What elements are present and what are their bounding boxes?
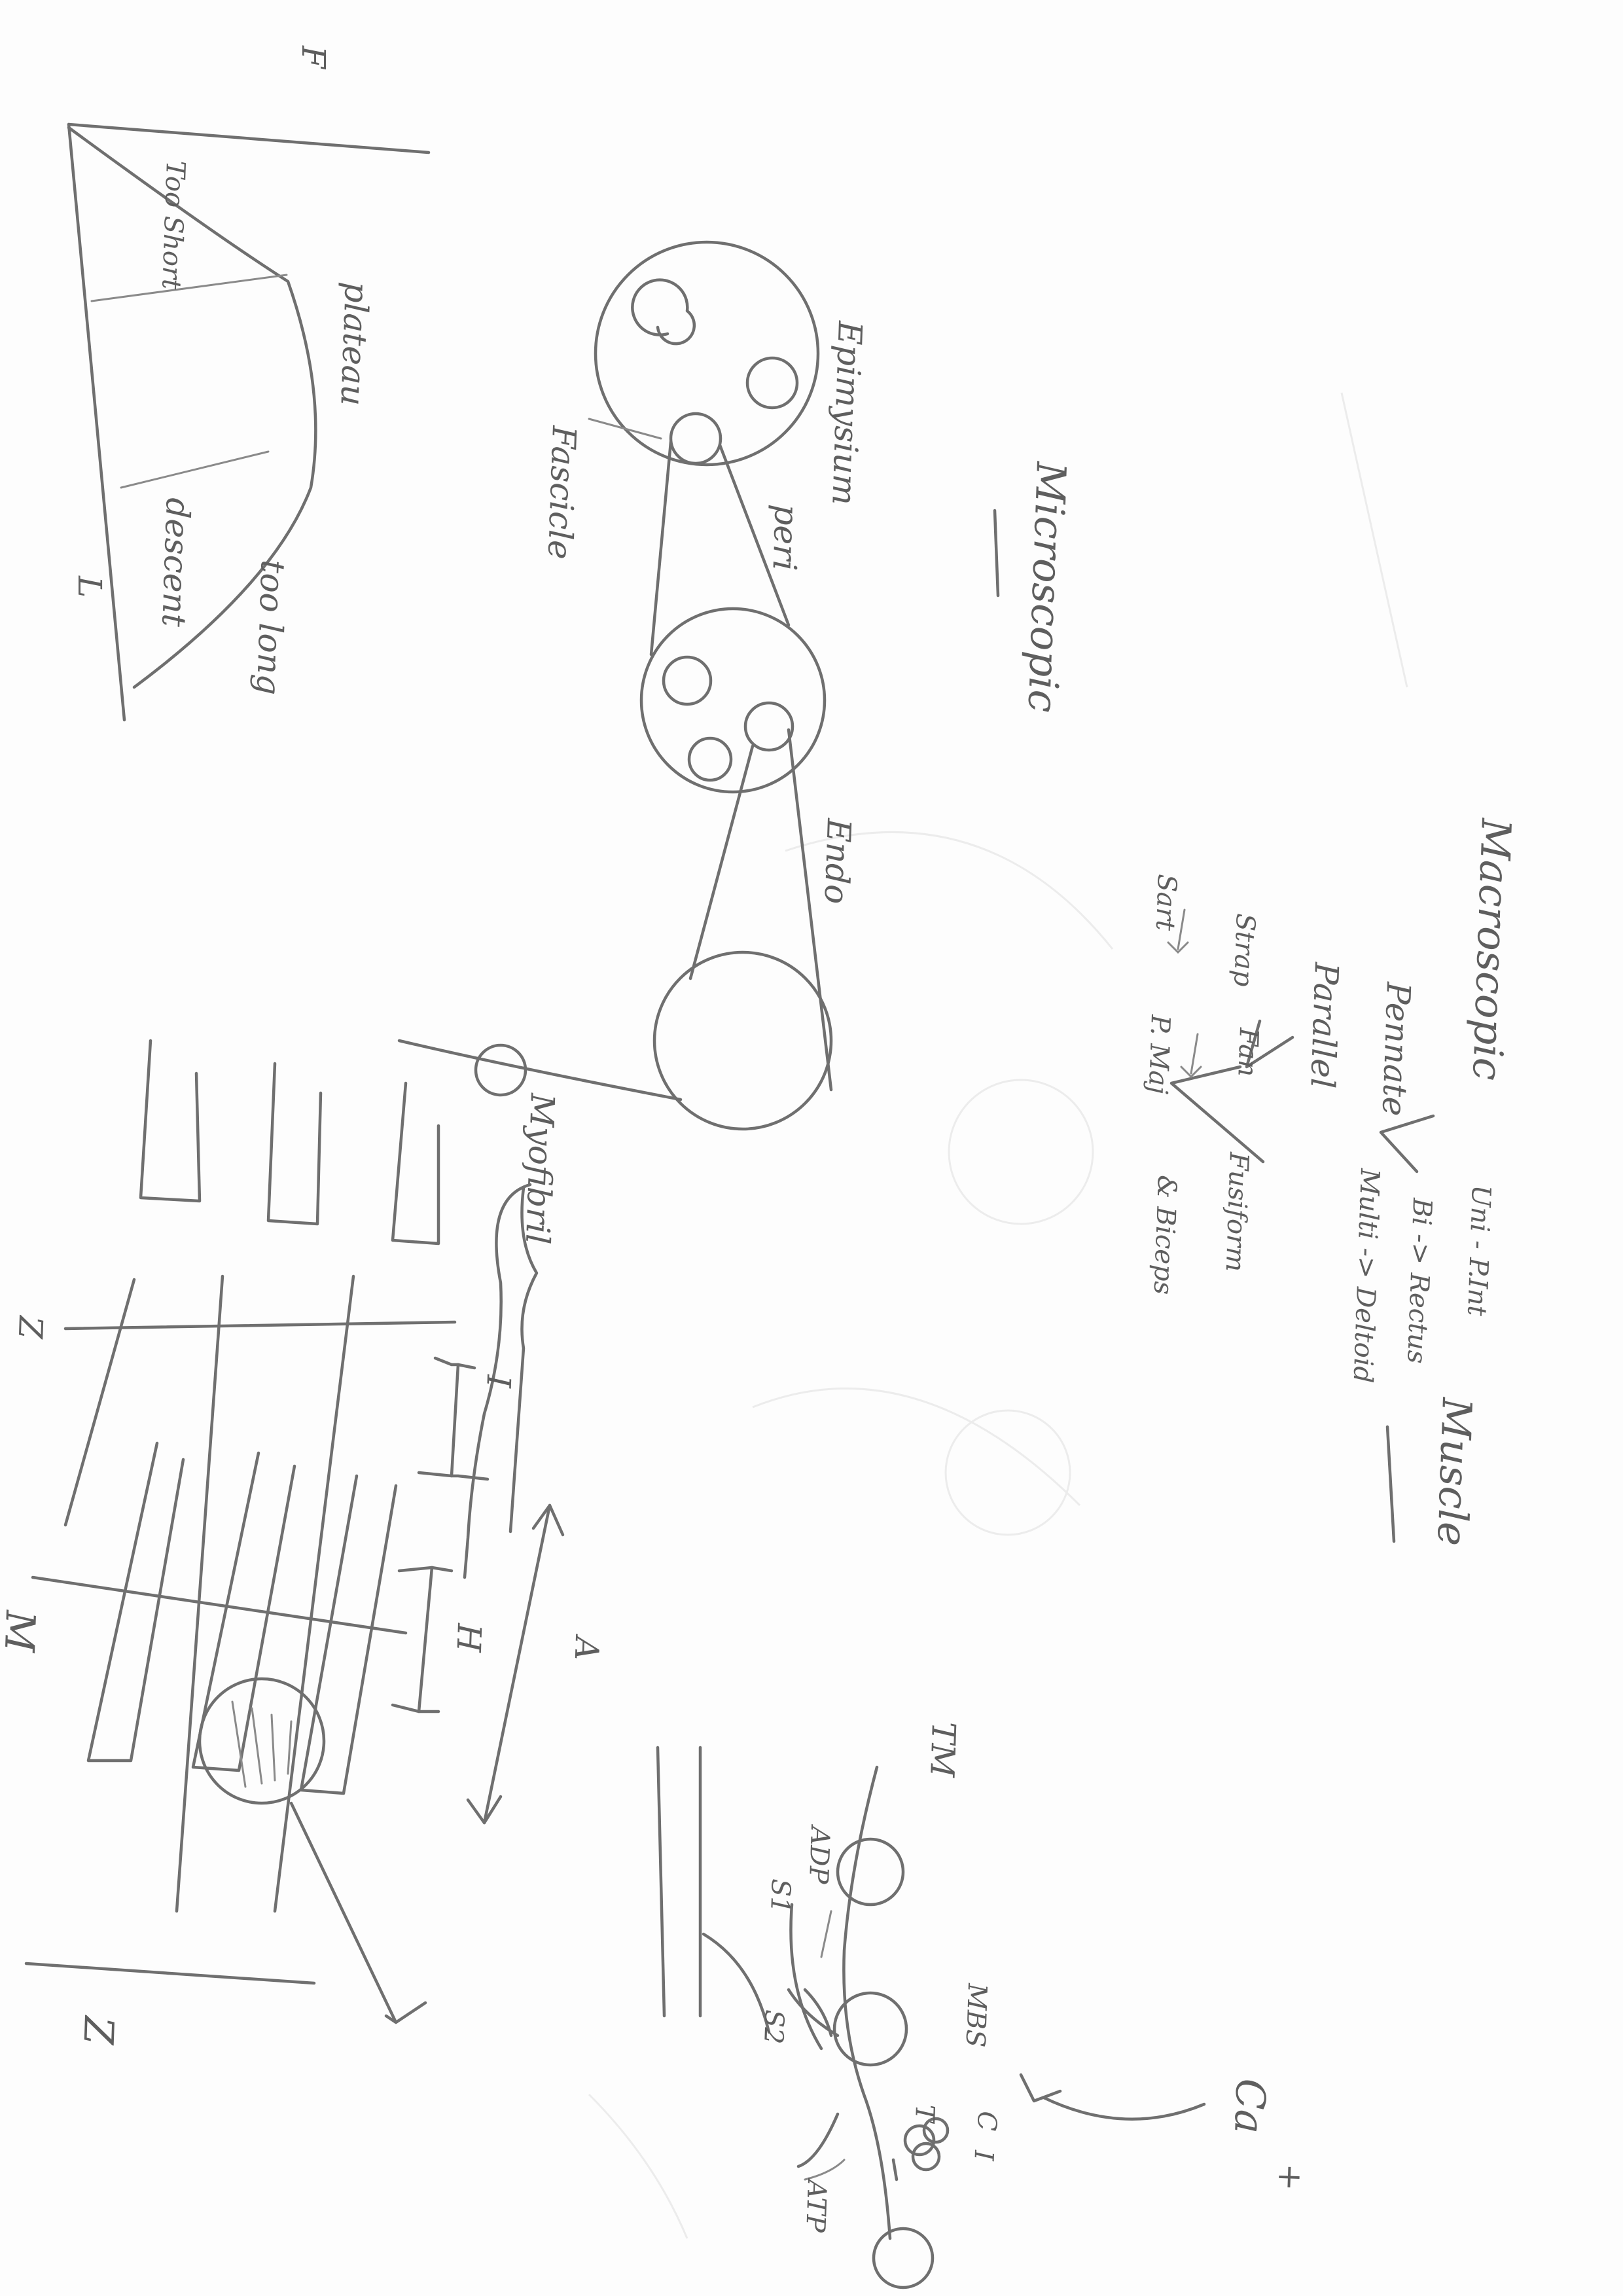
s2-label: S2	[758, 2009, 789, 2045]
bi-pennate-note: Bi -> Rectus	[1401, 1197, 1437, 1365]
s1-label-upper: S1	[764, 1878, 796, 1914]
perimysium-label: peri	[765, 504, 806, 571]
epimysium-outline	[594, 240, 820, 467]
myofibril-label: Myofibril	[518, 1092, 562, 1246]
muscle-underline	[1385, 1425, 1396, 1543]
plateau-label: plateau	[333, 281, 376, 406]
muscle-heading: Muscle	[1428, 1396, 1481, 1547]
fan-label: Fan	[1232, 1027, 1264, 1077]
tm-label: TM	[923, 1721, 963, 1779]
crossbridge-zoom-circle	[198, 1677, 326, 1805]
too-short-label: Too Short	[156, 160, 190, 291]
strap-arrow	[1167, 908, 1189, 954]
z-line-label-top: Z	[11, 1314, 50, 1340]
strap-label: Strap	[1228, 913, 1260, 988]
parallel-label: Parallel	[1303, 961, 1346, 1089]
t-label: T	[909, 2104, 940, 2125]
fascicle-swirl	[631, 278, 696, 346]
uni-pennate-note: Uni - P.Int	[1461, 1185, 1496, 1318]
biceps-label: & Biceps	[1148, 1175, 1182, 1295]
axis-l-label: L	[71, 575, 109, 598]
p-maj-label: P. Maj	[1143, 1014, 1175, 1095]
z-line-label-bottom: Z	[74, 2014, 123, 2046]
sart-label: Sart	[1150, 874, 1182, 932]
a-band-label: A	[567, 1634, 606, 1661]
c-label: C	[971, 2111, 1002, 2132]
adp-label: ADP	[803, 1823, 835, 1886]
sarcomere-diagram	[24, 1039, 565, 2024]
microscopic-underline	[993, 509, 1000, 598]
microscopic-heading: Microscopic	[1019, 460, 1075, 713]
atp-label: ATP	[800, 2177, 832, 2234]
calcium-plus-label: +	[1271, 2163, 1310, 2192]
endomysium-label: Endo	[817, 817, 858, 905]
descent-label: descent	[154, 497, 197, 628]
i-band-label: I	[479, 1374, 518, 1390]
too-long-label: too long	[249, 560, 292, 696]
crossbridge-diagram	[656, 1746, 1206, 2289]
endomysium-outline	[652, 950, 833, 1131]
length-tension-graph	[67, 122, 431, 722]
fan-arrow	[1180, 1033, 1202, 1079]
fascicle-circle	[669, 412, 722, 465]
fascicle-label: Fascicle	[541, 425, 583, 560]
mbs-label: MBS	[960, 1982, 992, 2048]
epimysium-label: Epimysium	[825, 320, 869, 506]
muscle-tissue-diagram	[397, 240, 833, 1534]
calcium-label: Ca	[1225, 2077, 1275, 2134]
axis-f-label: F	[294, 45, 332, 70]
classification-branches	[1169, 1019, 1435, 1174]
h-zone-label: H	[449, 1623, 488, 1654]
show-through-marks	[588, 392, 1408, 2239]
pennate-label: Pennate	[1375, 981, 1418, 1117]
m-line-label: M	[0, 1609, 45, 1654]
i-label: I	[968, 2149, 999, 2162]
perimysium-outline	[639, 607, 827, 794]
fusiform-label: Fusiform	[1220, 1151, 1254, 1272]
macroscopic-heading: Macroscopic	[1463, 817, 1520, 1081]
multi-pennate-note: Multi -> Deltoid	[1347, 1168, 1385, 1384]
